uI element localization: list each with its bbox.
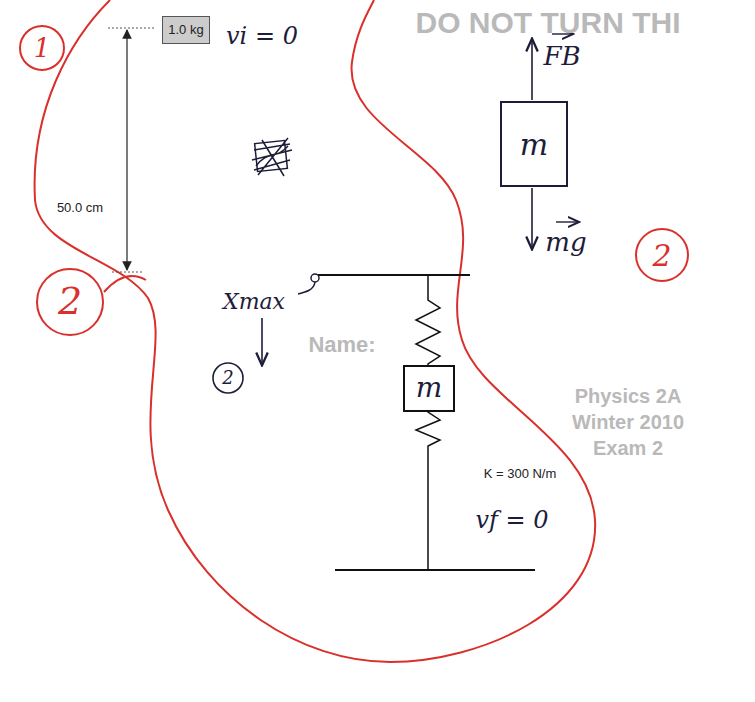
force-arrow: [531, 188, 533, 248]
red-connector-line: [104, 276, 146, 292]
callout-number: 2: [222, 368, 233, 388]
node-text: m: [416, 373, 443, 404]
displacement-arrow: [261, 318, 263, 364]
show-through-text: Physics 2A: [575, 385, 682, 407]
leader-dot: [311, 274, 319, 282]
vector-bar: [556, 221, 578, 222]
callout-number: 2: [58, 281, 82, 323]
top-plate: [318, 274, 470, 276]
force-arrow: [531, 40, 533, 100]
dotted-tick: [112, 272, 142, 273]
red-outline: [35, 0, 596, 662]
mass-on-spring: m: [403, 365, 455, 412]
spring: [416, 275, 440, 570]
mass-block: 1.0 kg: [162, 16, 210, 44]
red-circle: [20, 26, 64, 70]
red-circle: [636, 229, 688, 281]
callout-number: 2: [652, 239, 671, 272]
red-circle: [37, 269, 103, 335]
handwritten-note: Xmax: [223, 290, 285, 314]
callout-number: 1: [34, 34, 51, 63]
node-text: m: [520, 128, 548, 161]
pen-circle: [213, 363, 243, 393]
free-body-box: m: [500, 101, 568, 187]
handwritten-note: vf = 0: [475, 507, 548, 533]
leader-line: [298, 282, 315, 294]
force-label: FB: [543, 42, 580, 71]
crossed-out-box: [252, 138, 292, 176]
dimension-arrow: [126, 30, 127, 270]
node-text: 1.0 kg: [168, 23, 203, 37]
dimension-label: 50.0 cm: [57, 201, 103, 215]
show-through-text: DO NOT TURN THI: [416, 6, 681, 39]
dotted-tick: [108, 28, 156, 29]
show-through-text: Winter 2010: [572, 411, 684, 433]
handwritten-note: vi = 0: [226, 23, 298, 49]
spring-constant-label: K = 300 N/m: [484, 467, 557, 481]
show-through-text: Name:: [308, 333, 375, 357]
show-through-text: Exam 2: [593, 437, 663, 459]
bottom-plate: [335, 569, 535, 571]
force-label: mg: [545, 228, 586, 257]
